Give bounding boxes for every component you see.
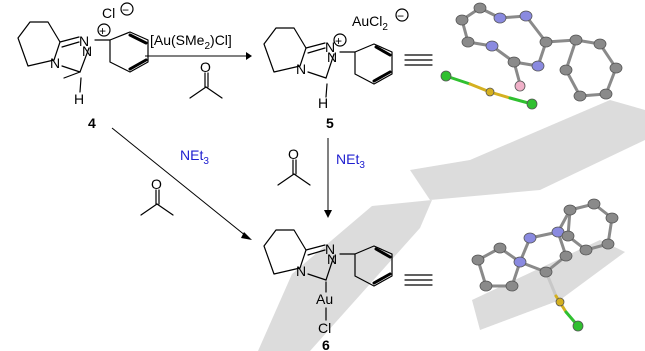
watermark xyxy=(258,100,645,351)
compound-6: N N N Au Cl 6 xyxy=(263,229,433,351)
compound-5: N N N + H AuCl2 − 5 xyxy=(263,8,433,131)
base-label-2: NEt3 xyxy=(336,151,365,171)
ring-nitrogen-6: N xyxy=(296,263,306,279)
compound-4-label: 4 xyxy=(88,115,96,131)
hydrogen: H xyxy=(74,91,84,107)
aucl2-label: AuCl2 xyxy=(352,13,388,33)
ring-nitrogen: N xyxy=(50,55,60,71)
hydrogen-5: H xyxy=(318,95,328,111)
chloride-label: Cl xyxy=(102,5,115,21)
arrow-4-to-6: NEt3 O xyxy=(111,127,252,240)
compound-5-label: 5 xyxy=(326,115,334,131)
nitrogen-2: N xyxy=(82,43,92,59)
arrow-5-to-6: NEt3 O xyxy=(277,138,365,218)
ring-nitrogen-5: N xyxy=(296,61,306,77)
compound-4: N N N + H Cl − 4 xyxy=(17,2,149,131)
plus-charge-5: + xyxy=(335,34,342,48)
crystal-structure-6 xyxy=(471,198,619,332)
nitrogen-1-5: N xyxy=(325,39,335,55)
plus-charge: + xyxy=(99,24,106,38)
nitrogen-2-5: N xyxy=(327,49,337,65)
arrow-4-to-5: [Au(SMe2)Cl] O xyxy=(145,32,252,99)
crystal-structure-5 xyxy=(440,2,623,110)
compound-6-label: 6 xyxy=(322,337,330,351)
minus-charge-5: − xyxy=(397,9,404,23)
chlorine-atom: Cl xyxy=(318,320,331,336)
carbonyl-oxygen-1: O xyxy=(200,59,211,75)
base-label-1: NEt3 xyxy=(180,147,209,167)
minus-charge: − xyxy=(122,3,129,17)
nitrogen-1-6: N xyxy=(325,241,335,257)
reagent-au-label: [Au(SMe2)Cl] xyxy=(150,32,232,52)
carbonyl-oxygen-3: O xyxy=(288,146,299,162)
nitrogen-1: N xyxy=(79,33,89,49)
nitrogen-2-6: N xyxy=(327,251,337,267)
gold-atom: Au xyxy=(316,291,333,307)
carbonyl-oxygen-2: O xyxy=(151,176,162,192)
